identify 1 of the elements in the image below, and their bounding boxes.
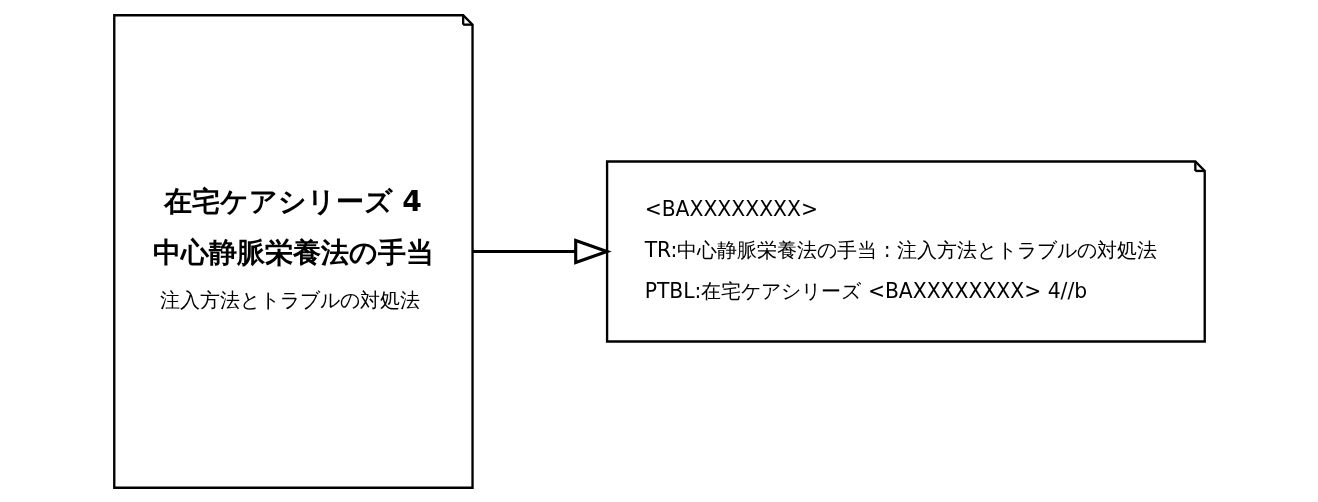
arrow bbox=[472, 237, 612, 265]
